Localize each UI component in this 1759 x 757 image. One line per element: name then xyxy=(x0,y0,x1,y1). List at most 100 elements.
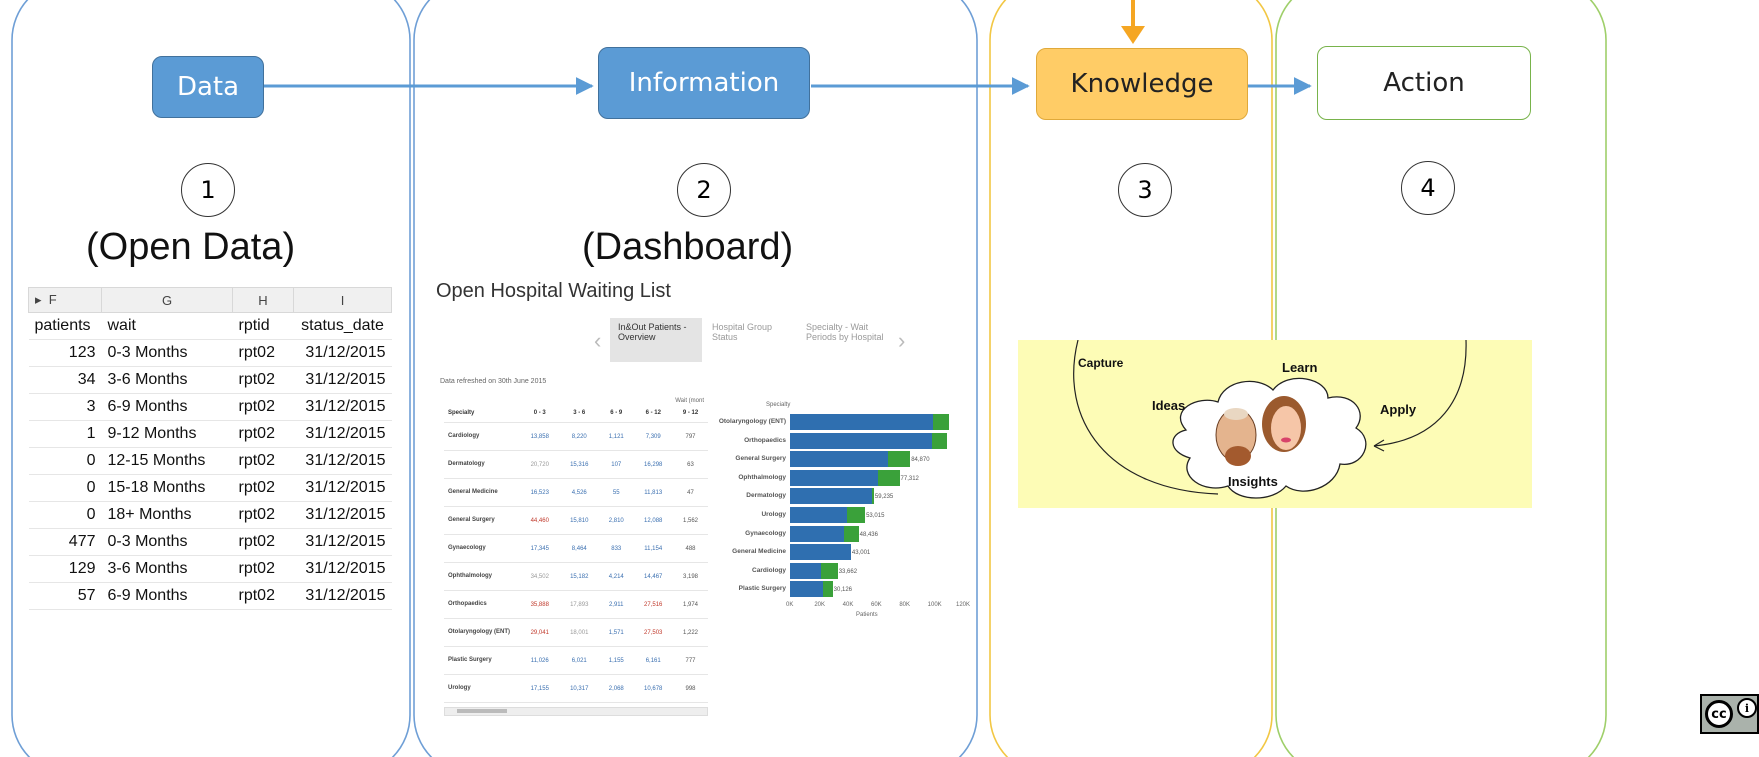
spreadsheet-cell[interactable]: 31/12/2015 xyxy=(293,393,392,421)
spreadsheet-cell[interactable]: 34 xyxy=(28,366,102,394)
wait-count-cell[interactable]: 2,068 xyxy=(599,674,634,703)
wait-count-cell[interactable]: 2,911 xyxy=(599,590,634,619)
spreadsheet-cell[interactable]: rpt02 xyxy=(232,339,294,367)
spreadsheet-cell[interactable]: rpt02 xyxy=(232,447,294,475)
spreadsheet-cell[interactable]: 31/12/2015 xyxy=(293,339,392,367)
spreadsheet-cell[interactable]: 6-9 Months xyxy=(101,582,233,610)
wait-count-cell[interactable]: 27,503 xyxy=(633,618,673,647)
spreadsheet-cell[interactable]: 31/12/2015 xyxy=(293,474,392,502)
wait-count-cell[interactable]: 44,460 xyxy=(520,506,560,535)
wait-count-cell[interactable]: 15,182 xyxy=(559,562,599,591)
spreadsheet-cell[interactable]: 12-15 Months xyxy=(101,447,233,475)
spreadsheet-cell[interactable]: 3-6 Months xyxy=(101,555,233,583)
header-cell-status-date[interactable]: status_date xyxy=(293,312,392,340)
bar-segment[interactable] xyxy=(790,414,934,430)
wait-count-cell[interactable]: 1,571 xyxy=(599,618,634,647)
bar-segment[interactable] xyxy=(790,432,932,449)
tab-hospital-group-status[interactable]: Hospital Group Status xyxy=(712,322,773,342)
wait-count-cell[interactable]: 29,041 xyxy=(520,618,560,647)
spreadsheet-cell[interactable]: rpt02 xyxy=(232,555,294,583)
spreadsheet-cell[interactable]: 31/12/2015 xyxy=(293,555,392,583)
wait-count-cell[interactable]: 16,298 xyxy=(633,450,673,479)
wait-count-cell[interactable]: 4,526 xyxy=(559,478,599,507)
bar-segment[interactable] xyxy=(790,488,873,505)
wait-count-cell[interactable]: 11,026 xyxy=(520,646,560,675)
spreadsheet-cell[interactable]: 0 xyxy=(28,474,102,502)
spreadsheet-cell[interactable]: 3 xyxy=(28,393,102,421)
spreadsheet-cell[interactable]: 0 xyxy=(28,447,102,475)
wait-count-cell[interactable]: 833 xyxy=(599,534,634,563)
tabs-prev-chevron-icon[interactable]: ‹ xyxy=(594,328,602,353)
tab-specialty-wait-periods[interactable]: Specialty - Wait Periods by Hospital xyxy=(806,322,884,342)
spreadsheet-cell[interactable]: 477 xyxy=(28,528,102,556)
spreadsheet-cell[interactable]: rpt02 xyxy=(232,582,294,610)
wait-count-cell[interactable]: 7,309 xyxy=(633,422,673,451)
scrollbar-thumb[interactable] xyxy=(457,709,507,713)
bar-segment[interactable] xyxy=(790,525,844,542)
spreadsheet-cell[interactable]: 9-12 Months xyxy=(101,420,233,448)
spreadsheet-cell[interactable]: 123 xyxy=(28,339,102,367)
wait-count-cell[interactable]: 14,467 xyxy=(633,562,673,591)
wait-count-cell[interactable]: 6,021 xyxy=(559,646,599,675)
spreadsheet-cell[interactable]: rpt02 xyxy=(232,501,294,529)
tab-in-out-patients[interactable]: In&Out Patients - Overview xyxy=(610,318,702,362)
wait-count-cell[interactable]: 1,155 xyxy=(599,646,634,675)
wait-count-cell[interactable]: 18,001 xyxy=(559,618,599,647)
bar-segment[interactable] xyxy=(790,469,878,486)
wait-count-cell[interactable]: 4,214 xyxy=(599,562,634,591)
spreadsheet-cell[interactable]: 31/12/2015 xyxy=(293,420,392,448)
wait-count-cell[interactable]: 11,154 xyxy=(633,534,673,563)
wait-count-cell[interactable]: 13,858 xyxy=(520,422,560,451)
spreadsheet-cell[interactable]: 0-3 Months xyxy=(101,528,233,556)
header-cell-wait[interactable]: wait xyxy=(101,312,233,340)
wait-count-cell[interactable]: 15,316 xyxy=(559,450,599,479)
wait-count-cell[interactable]: 17,893 xyxy=(559,590,599,619)
header-cell-patients[interactable]: patients xyxy=(28,312,102,340)
spreadsheet-cell[interactable]: 31/12/2015 xyxy=(293,528,392,556)
table-scrollbar[interactable] xyxy=(444,707,708,716)
spreadsheet-cell[interactable]: 0 xyxy=(28,501,102,529)
wait-count-cell[interactable]: 17,155 xyxy=(520,674,560,703)
wait-count-cell[interactable]: 17,345 xyxy=(520,534,560,563)
bar-segment[interactable] xyxy=(790,507,847,523)
spreadsheet-cell[interactable]: 57 xyxy=(28,582,102,610)
spreadsheet-cell[interactable]: 129 xyxy=(28,555,102,583)
spreadsheet-cell[interactable]: 31/12/2015 xyxy=(293,447,392,475)
wait-count-cell[interactable]: 12,088 xyxy=(633,506,673,535)
tabs-next-chevron-icon[interactable]: › xyxy=(898,328,906,353)
bar-segment[interactable] xyxy=(790,562,822,579)
spreadsheet-cell[interactable]: 18+ Months xyxy=(101,501,233,529)
bar-segment[interactable] xyxy=(790,581,823,598)
wait-count-cell[interactable]: 2,810 xyxy=(599,506,634,535)
wait-count-cell[interactable]: 27,516 xyxy=(633,590,673,619)
wait-count-cell[interactable]: 1,121 xyxy=(599,422,634,451)
wait-count-cell[interactable]: 55 xyxy=(599,478,634,507)
wait-count-cell[interactable]: 8,464 xyxy=(559,534,599,563)
wait-count-cell[interactable]: 35,888 xyxy=(520,590,560,619)
spreadsheet-cell[interactable]: 3-6 Months xyxy=(101,366,233,394)
spreadsheet-cell[interactable]: 15-18 Months xyxy=(101,474,233,502)
spreadsheet-cell[interactable]: rpt02 xyxy=(232,393,294,421)
wait-count-cell[interactable]: 15,810 xyxy=(559,506,599,535)
wait-count-cell[interactable]: 8,220 xyxy=(559,422,599,451)
spreadsheet-cell[interactable]: rpt02 xyxy=(232,366,294,394)
wait-count-cell[interactable]: 107 xyxy=(599,450,634,479)
wait-count-cell[interactable]: 11,813 xyxy=(633,478,673,507)
spreadsheet-cell[interactable]: rpt02 xyxy=(232,474,294,502)
wait-count-cell[interactable]: 16,523 xyxy=(520,478,560,507)
spreadsheet-cell[interactable]: rpt02 xyxy=(232,420,294,448)
spreadsheet-cell[interactable]: 0-3 Months xyxy=(101,339,233,367)
spreadsheet-cell[interactable]: 1 xyxy=(28,420,102,448)
spreadsheet-cell[interactable]: 31/12/2015 xyxy=(293,582,392,610)
spreadsheet-cell[interactable]: 31/12/2015 xyxy=(293,501,392,529)
wait-count-cell[interactable]: 20,720 xyxy=(520,450,560,479)
header-cell-rptid[interactable]: rptid xyxy=(232,312,294,340)
spreadsheet-cell[interactable]: 31/12/2015 xyxy=(293,366,392,394)
wait-count-cell[interactable]: 34,502 xyxy=(520,562,560,591)
spreadsheet-cell[interactable]: 6-9 Months xyxy=(101,393,233,421)
bar-segment[interactable] xyxy=(790,451,888,468)
wait-count-cell[interactable]: 10,317 xyxy=(559,674,599,703)
bar-segment[interactable] xyxy=(790,544,851,561)
wait-count-cell[interactable]: 6,161 xyxy=(633,646,673,675)
spreadsheet-cell[interactable]: rpt02 xyxy=(232,528,294,556)
